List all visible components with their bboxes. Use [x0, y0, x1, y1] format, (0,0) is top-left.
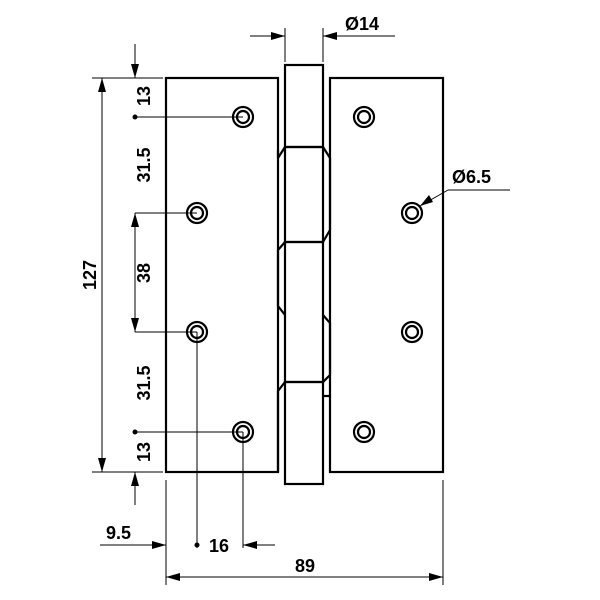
right-leaf: [328, 76, 445, 474]
hole-diameter-label: Ø6.5: [452, 167, 491, 187]
knuckle-upper-mid: [283, 145, 325, 244]
bottom-offset-label: 13: [134, 442, 154, 462]
upper-spacing-label: 31.5: [134, 147, 154, 182]
hinge-body: [164, 63, 445, 486]
hole-offset-label: 16: [209, 536, 229, 556]
left-leaf: [164, 76, 280, 474]
screw-holes: [185, 105, 424, 444]
hole-right-4: [352, 420, 376, 444]
top-offset-label: 13: [134, 86, 154, 106]
middle-spacing-label: 38: [134, 263, 154, 283]
lower-spacing-label: 31.5: [134, 365, 154, 400]
hole-right-1: [352, 105, 376, 129]
knuckle-lower-mid: [283, 240, 325, 384]
knuckle-fold-2: [276, 241, 286, 316]
knuckle-fold-1-left: [277, 146, 286, 159]
knuckle-fold-1: [322, 146, 332, 243]
pin-diameter-label: Ø14: [345, 14, 379, 34]
dimension-labels: Ø14 Ø6.5 127 13 31.5 38 31.5 13 9.5 16 8…: [80, 14, 491, 576]
hole-right-2: [400, 201, 424, 225]
knuckle-top: [283, 63, 325, 149]
edge-offset-label: 9.5: [106, 523, 131, 543]
dimension-lines: [92, 28, 510, 585]
overall-height-label: 127: [80, 260, 100, 290]
knuckle-fold-3: [322, 314, 332, 383]
knuckle-bottom: [283, 380, 325, 486]
hinge-knuckle: [276, 63, 332, 486]
hole-right-3: [400, 320, 424, 344]
knuckle-fold-4: [276, 381, 286, 472]
overall-width-label: 89: [295, 556, 315, 576]
